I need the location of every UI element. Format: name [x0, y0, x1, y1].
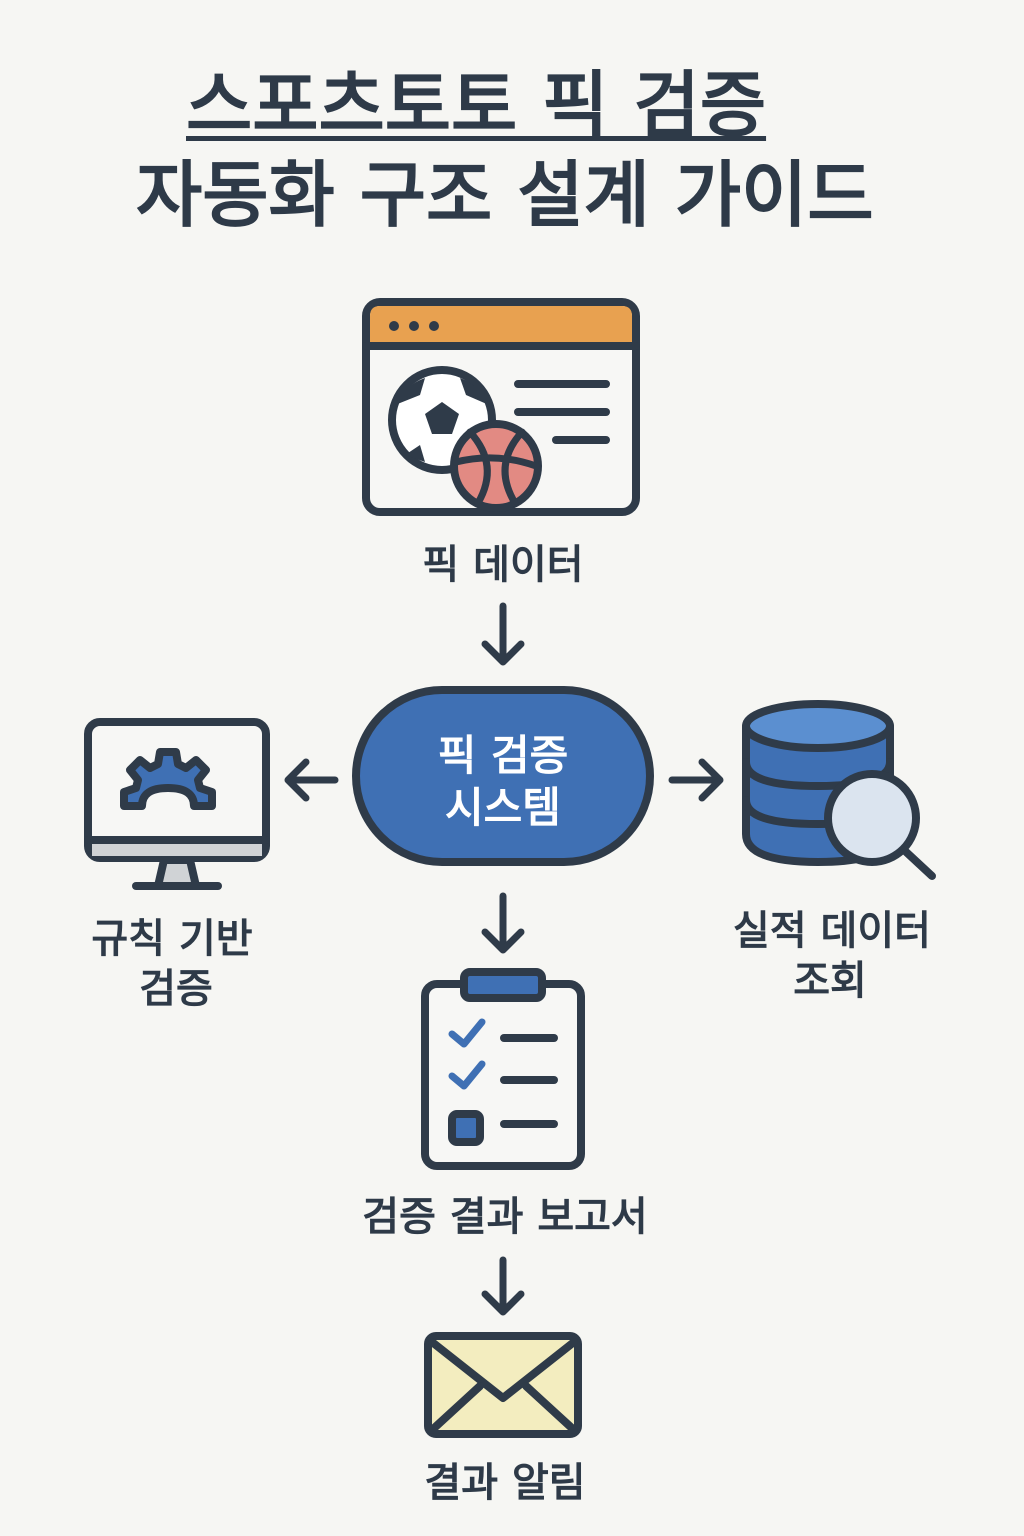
envelope-icon: [424, 1332, 582, 1438]
rule-based-label-line-2: 검증: [139, 966, 213, 1012]
record-lookup-label-line-2: 조회: [793, 958, 867, 1004]
page-title: 스포츠토토 픽 검증 자동화 구조 설계 가이드: [0, 60, 1024, 240]
database-search-icon: [742, 700, 936, 880]
arrow-left: [284, 758, 339, 802]
monitor-gear-icon: [84, 718, 270, 890]
arrow-down-2: [481, 892, 525, 954]
notify-label: 결과 알림: [424, 1460, 585, 1506]
center-label-line-2: 시스템: [445, 783, 561, 832]
browser-sports-balls-icon: [362, 298, 640, 516]
title-line-1: 스포츠토토 픽 검증: [186, 63, 767, 147]
center-system-node: 픽 검증 시스템: [352, 686, 654, 866]
center-label-line-1: 픽 검증: [438, 731, 569, 780]
rule-based-label-line-1: 규칙 기반: [91, 916, 252, 962]
report-label: 검증 결과 보고서: [362, 1194, 647, 1240]
arrow-down-3: [481, 1256, 525, 1316]
arrow-down-1: [481, 602, 525, 666]
pick-data-label: 픽 데이터: [422, 542, 583, 588]
arrow-right: [668, 758, 724, 802]
record-lookup-label-line-1: 실적 데이터: [733, 908, 931, 954]
title-line-2: 자동화 구조 설계 가이드: [136, 153, 874, 237]
clipboard-checklist-icon: [421, 968, 585, 1170]
